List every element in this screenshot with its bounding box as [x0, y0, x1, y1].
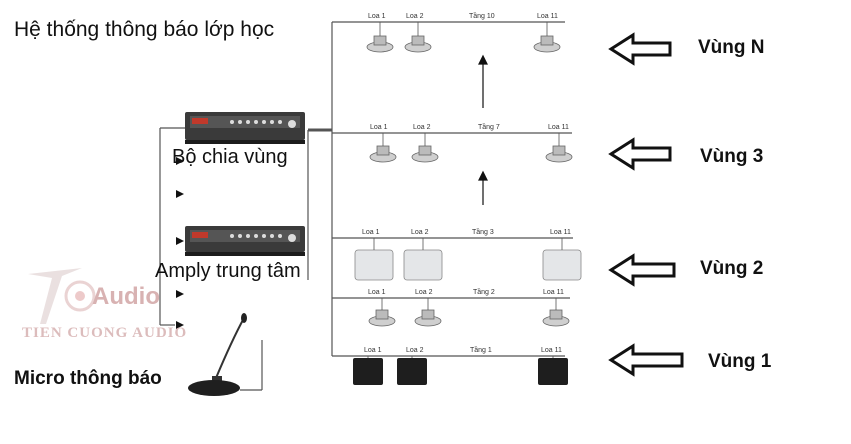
- mic-label: Micro thông báo: [14, 368, 162, 389]
- floor-label: Tầng 7: [478, 124, 500, 131]
- speaker-label: Loa 2: [413, 124, 431, 131]
- ceiling-speakers-floor-2: [368, 309, 570, 327]
- ceiling-speakers-floor-7: [369, 145, 573, 163]
- floor-label: Tầng 10: [469, 13, 495, 20]
- speaker-label: Loa 2: [406, 13, 424, 20]
- zone-arrows: [608, 32, 684, 377]
- zone-label-2: Vùng 2: [700, 258, 764, 279]
- speaker-label: Loa 2: [406, 347, 424, 354]
- floor-label: Tầng 3: [472, 229, 494, 236]
- speaker-label: Loa 1: [368, 13, 386, 20]
- splitter-device: [185, 112, 305, 144]
- floor-label: Tầng 2: [473, 289, 495, 296]
- watermark-brand: Audio: [92, 283, 160, 310]
- zone-label-3: Vùng 3: [700, 146, 764, 167]
- speaker-label: Loa 2: [415, 289, 433, 296]
- speaker-label: Loa 1: [368, 289, 386, 296]
- amplifier-label: Amply trung tâm: [155, 260, 301, 282]
- speaker-label: Loa 11: [550, 229, 571, 236]
- diagram-title: Hệ thống thông báo lớp học: [14, 18, 275, 41]
- speaker-label: Loa 11: [541, 347, 562, 354]
- microphone-device: [188, 313, 247, 396]
- watermark-subtitle: TIEN CUONG AUDIO: [22, 325, 188, 341]
- speaker-label: Loa 2: [411, 229, 429, 236]
- speaker-label: Loa 11: [543, 289, 564, 296]
- up-arrows: [478, 54, 488, 205]
- speaker-label: Loa 1: [362, 229, 380, 236]
- speaker-label: Loa 11: [537, 13, 558, 20]
- speaker-label: Loa 1: [370, 124, 388, 131]
- watermark-logo-icon: [28, 268, 96, 324]
- box-speakers-floor-1: [353, 358, 568, 385]
- speaker-drops: [367, 22, 563, 358]
- bus-lines: [159, 21, 573, 391]
- zone-label-n: Vùng N: [698, 37, 765, 58]
- floor-label: Tầng 1: [470, 347, 492, 354]
- speaker-label: Loa 11: [548, 124, 569, 131]
- bus-arrows: [176, 157, 184, 329]
- splitter-label: Bộ chia vùng: [172, 146, 288, 168]
- wall-speakers-floor-3: [354, 249, 582, 281]
- ceiling-speakers-floor-10: [366, 35, 561, 53]
- speaker-label: Loa 1: [364, 347, 382, 354]
- zone-label-1: Vùng 1: [708, 351, 772, 372]
- amplifier-device: [185, 226, 305, 256]
